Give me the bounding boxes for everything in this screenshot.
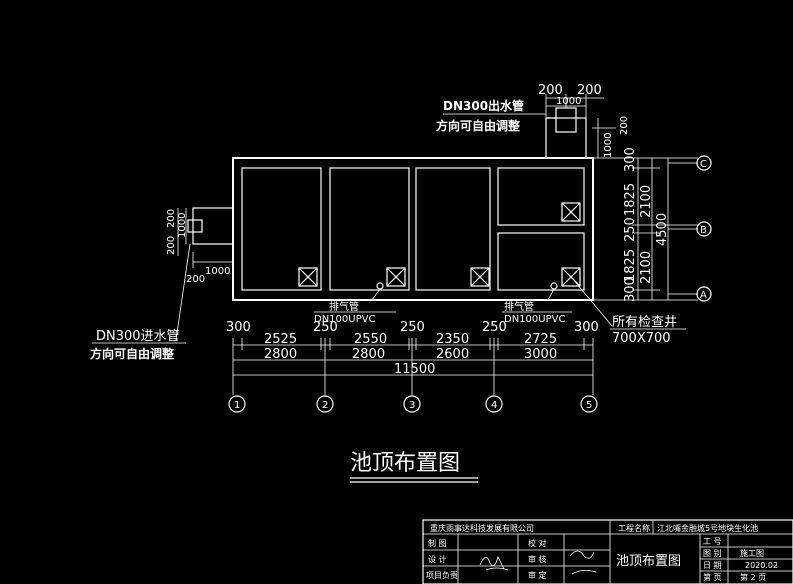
title-block-row2-label: 设 计 [428,554,447,564]
compartment-4a [497,167,585,226]
vent-pipe-1 [376,282,384,290]
manhole-2 [386,267,406,287]
inlet-dim-4: 1000 [205,266,230,277]
title-block-row1-label2: 校 对 [528,538,547,548]
title-block-info-k0: 工 号 [703,537,722,546]
signature-1 [479,555,509,571]
manhole-note-line2: 700X700 [612,331,671,346]
title-block-info-v3: 第 2 页 [740,572,766,582]
inlet-dim-2: 200 [166,209,177,228]
title-block-row1-label: 制 图 [428,538,447,548]
compartment-4b [497,232,585,291]
bottom-dim-r1-4: 250 [400,320,425,335]
right-dim-e: 300 [623,277,638,302]
grid-bubble-b [696,221,712,237]
manhole-note-line1: 所有检查井 [612,315,677,330]
manhole-3 [470,267,490,287]
title-block-info-v1: 施工图 [740,548,764,558]
bottom-dim-ticks [232,338,594,395]
grid-bubble-3 [403,395,421,413]
bottom-dim-total: 11500 [394,362,435,377]
manhole-4 [561,202,581,222]
title-block-row3-label: 项目负责 [426,570,458,580]
title-block-project-name: 江北嘴金融城5号地块生化池 [657,523,758,533]
bottom-dim-r1-1: 2525 [264,332,297,347]
grid-label-b: B [700,225,707,236]
inlet-note-line2: 方向可自由调整 [90,346,174,361]
outlet-note-line2: 方向可自由调整 [436,118,520,133]
grid-label-2: 2 [322,400,328,411]
manhole-5 [561,267,581,287]
right-dim-c: 250 [623,217,638,242]
outlet-dim-4: 1000 [603,133,614,158]
bottom-dim-r1-2: 250 [313,320,338,335]
outlet-pipe [545,107,587,159]
grid-label-5: 5 [586,400,592,411]
grid-bubble-4 [485,395,503,413]
vent-label-2-line2: DN100UPVC [504,314,565,325]
right-dim-b: 1825 [623,183,638,216]
outlet-note-line1: DN300出水管 [443,98,524,113]
grid-bubble-1 [228,395,246,413]
bottom-dim-r1-7: 2725 [524,332,557,347]
inlet-note-line1: DN300进水管 [96,329,180,344]
right-dim-h: 4500 [655,213,670,246]
title-block-row3-label2: 审 定 [528,570,547,580]
bottom-dim-r1-0: 300 [226,320,251,335]
vent-pipe-2 [550,282,558,290]
vent-label-2-line1: 排气管 [504,300,534,313]
inlet-dim-3: 1000 [177,213,188,238]
title-block-sheet-title: 池顶布置图 [616,554,681,569]
grid-label-1: 1 [234,400,240,411]
title-block-company: 重庆雨事达科技发展有限公司 [430,523,534,533]
title-block-info-k1: 图 别 [703,549,722,558]
title-block-row2-label2: 审 核 [528,554,547,564]
right-dim-d: 1825 [623,249,638,282]
bottom-dim-r1-3: 2550 [354,332,387,347]
inlet-pipe [187,207,234,245]
outlet-dim-1: 200 [538,83,563,98]
grid-bubble-c [696,155,712,171]
manhole-1 [298,267,318,287]
inlet-dim-1: 200 [166,236,177,255]
drawing-title: 池顶布置图 [350,451,460,476]
outlet-dim-2: 200 [577,83,602,98]
grid-bubble-5 [580,395,598,413]
right-dim-a: 300 [623,147,638,172]
title-block-info-v2: 2020.02 [745,561,778,570]
vent-label-1-line2: DN100UPVC [314,314,375,325]
bottom-dim-r1-5: 2350 [436,332,469,347]
bottom-dim-r2-3: 3000 [524,347,557,362]
bottom-dim-r2-1: 2800 [352,347,385,362]
vent-label-1-line1: 排气管 [329,300,359,313]
grid-bubble-2 [316,395,334,413]
compartment-3 [415,167,491,291]
bottom-dim-r2-2: 2600 [436,347,469,362]
outlet-dim-3: 1000 [556,96,581,107]
compartment-1 [241,167,322,291]
grid-label-a: A [700,290,707,301]
grid-label-c: C [700,159,707,170]
title-block-project-label: 工程名称 [618,523,650,533]
bottom-dim-r1-6: 250 [482,320,507,335]
grid-label-4: 4 [491,400,497,411]
right-dim-f: 2100 [639,185,654,218]
signature-2 [569,550,597,575]
compartment-2 [329,167,410,291]
grid-label-3: 3 [409,400,415,411]
bottom-dim-r2-0: 2800 [264,347,297,362]
grid-bubble-a [696,286,712,302]
outlet-dim-5: 200 [619,116,630,135]
right-dim-g: 2100 [639,251,654,284]
inlet-dim-5: 200 [186,274,205,285]
title-block-info-k2: 日 期 [703,561,722,570]
title-block-info-k3: 第 页 [703,572,722,582]
title-block [422,519,793,584]
tank-outline [232,157,594,301]
bottom-dim-r1-8: 300 [574,320,599,335]
